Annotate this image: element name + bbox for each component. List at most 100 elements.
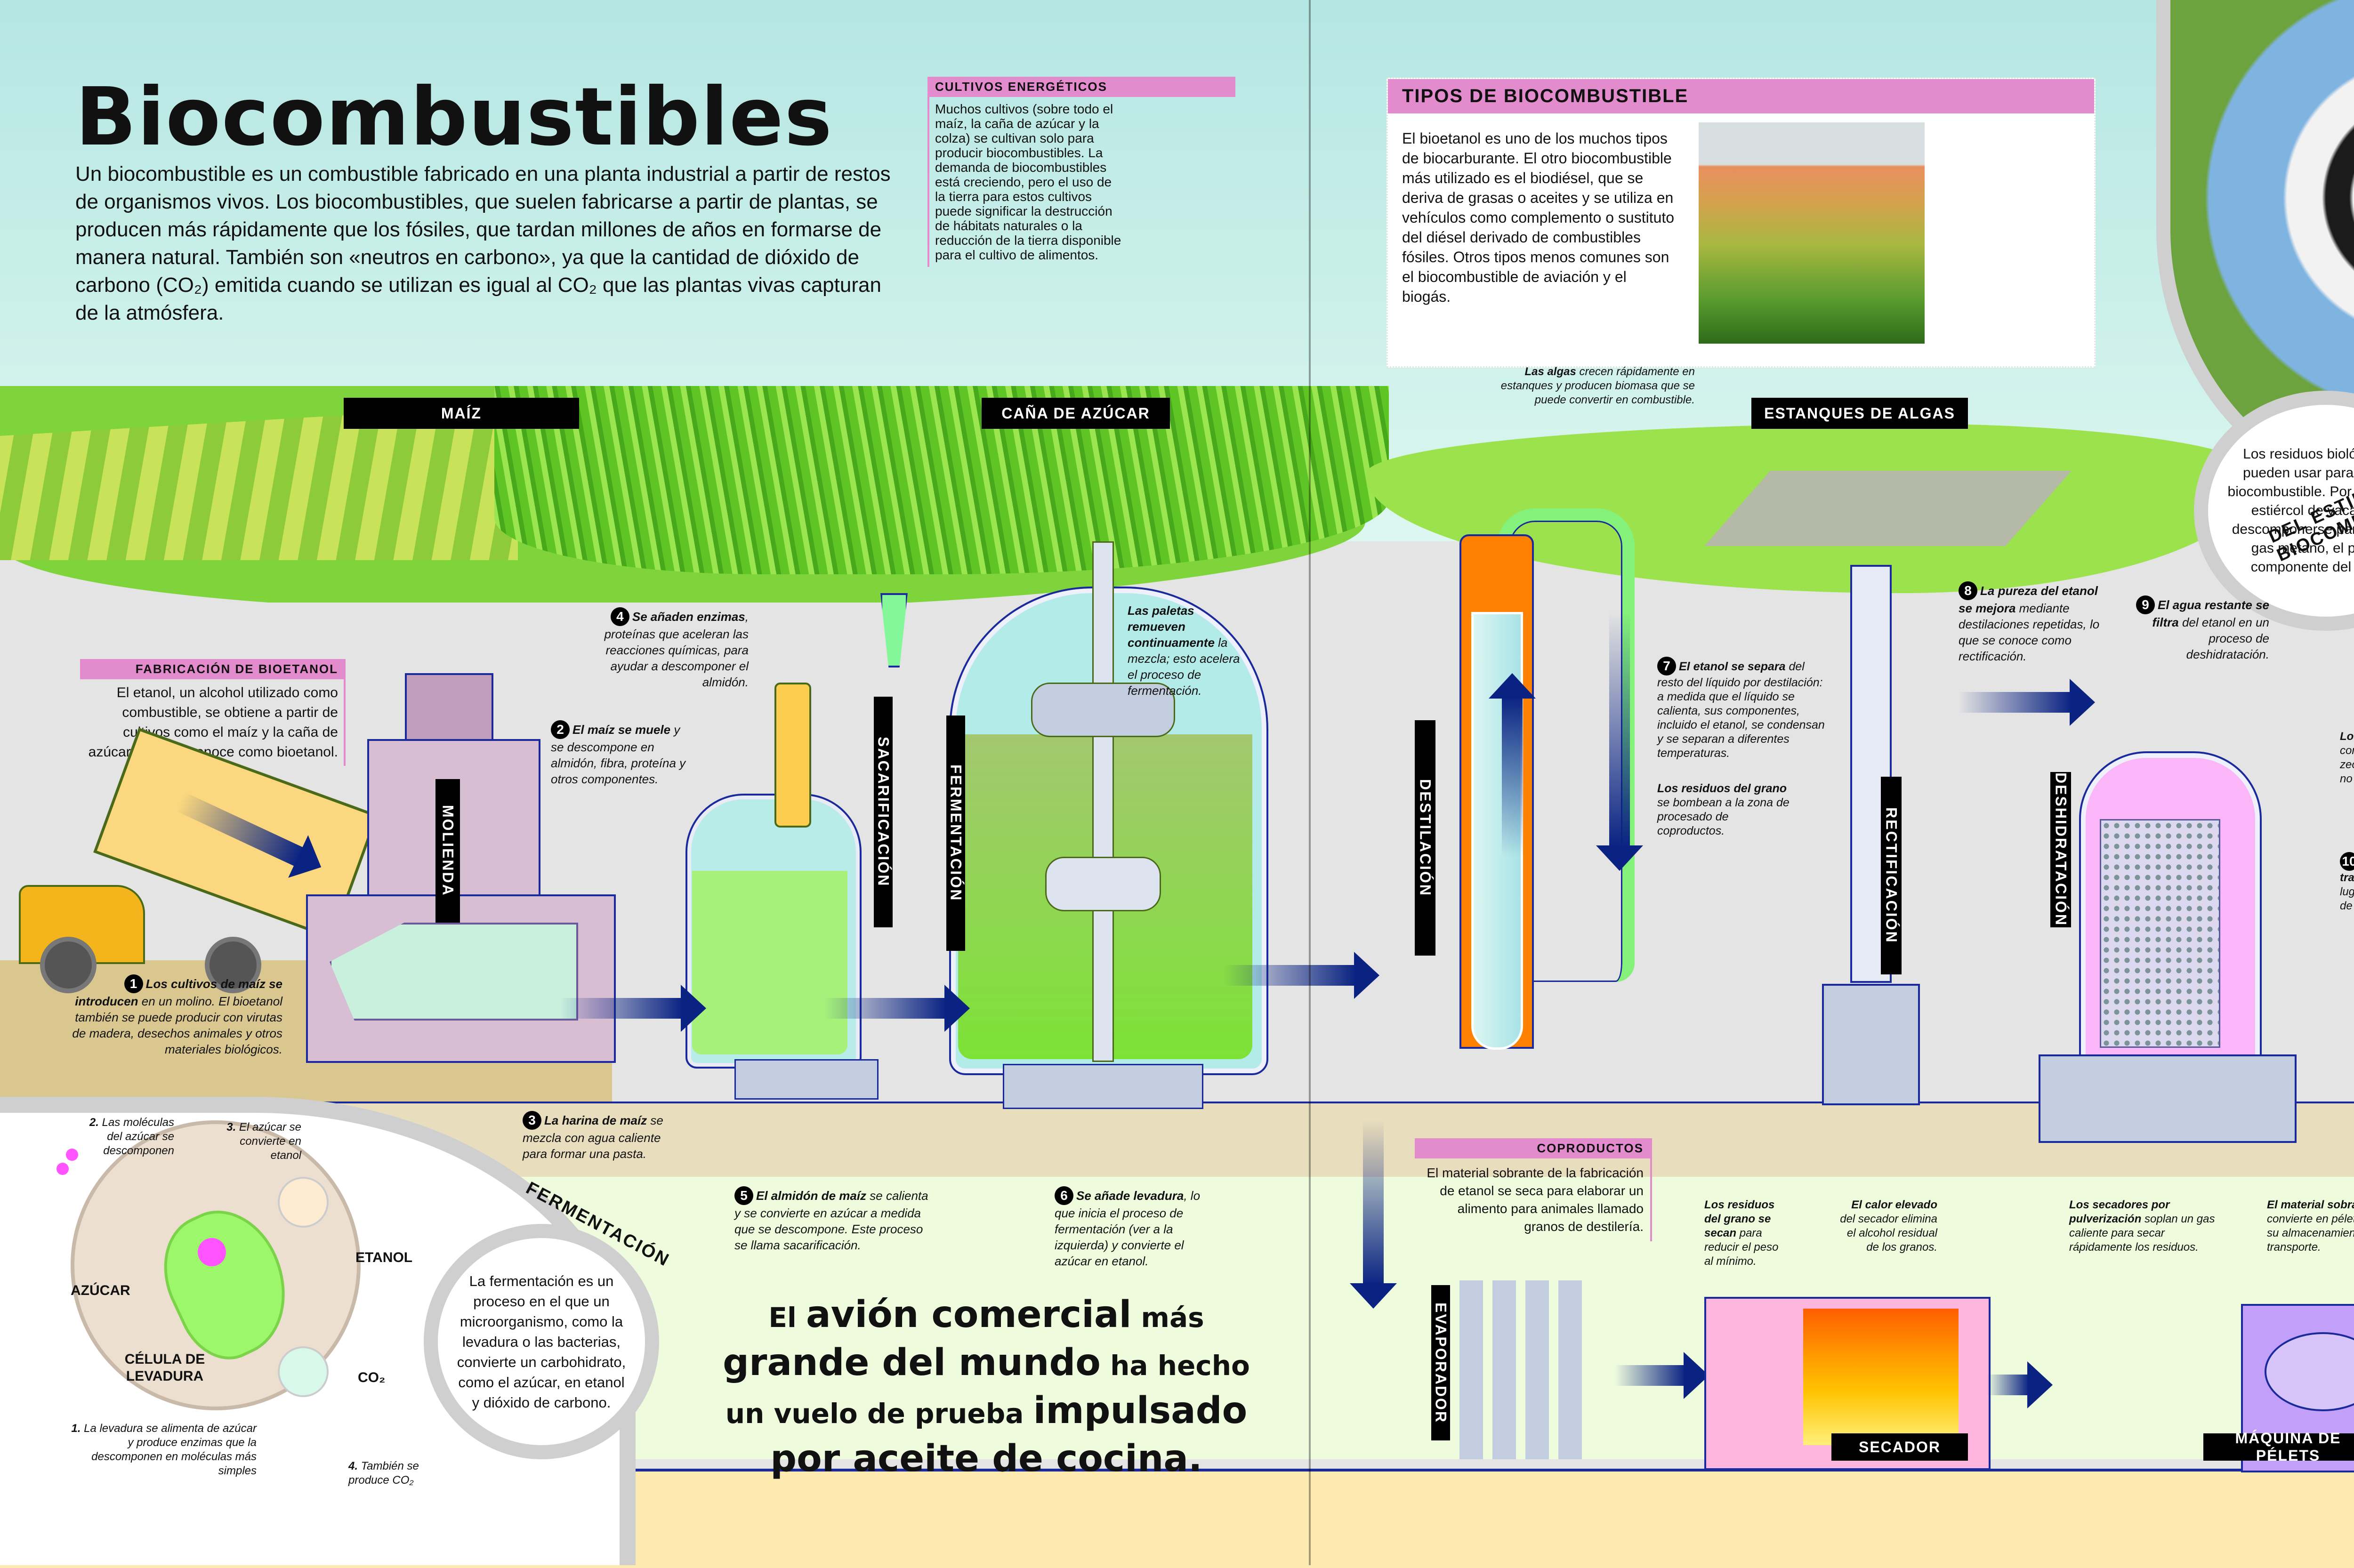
note-text: del secador elimina el alcohol residual … <box>1840 1213 1937 1254</box>
label-maiz: MAÍZ <box>344 398 579 429</box>
step-number: 5 <box>734 1186 753 1205</box>
note-text: Las moléculas del azúcar se descomponen <box>98 1116 174 1157</box>
bioetanol-box: FABRICACIÓN DE BIOETANOL El etanol, un a… <box>80 659 346 766</box>
ferm-note-2: 2. Las moléculas del azúcar se descompon… <box>85 1116 174 1158</box>
evaporator-tanks <box>1459 1280 1582 1459</box>
note-bold: El material sobrante <box>2267 1198 2354 1211</box>
sugarcane-field <box>494 386 1389 574</box>
step-bold: El maíz se muele <box>572 723 671 737</box>
step-number: 4 <box>610 607 629 626</box>
note-text: El azúcar se convierte en etanol <box>236 1121 301 1162</box>
paletas-note: Las paletas remueven continuamente la me… <box>1128 603 1250 699</box>
note-text: se bombean a la zona de procesado de cop… <box>1657 796 1790 837</box>
step-text: , lo que inicia el proceso de fermentaci… <box>1055 1189 1201 1268</box>
tank-base <box>734 1059 879 1100</box>
coproductos-note-4: El material sobrante se convierte en pél… <box>2267 1198 2354 1254</box>
step-number: 2 <box>551 720 570 739</box>
algas-note: Las algas crecen rápidamente en estanque… <box>1488 365 1695 407</box>
step-number: 3 <box>523 1111 541 1130</box>
note-text: se convierte en pélets para facilitar su… <box>2267 1213 2354 1254</box>
note-text: La levadura se alimenta de azúcar y prod… <box>81 1422 257 1477</box>
step-number: 9 <box>2136 595 2155 614</box>
note-bold: 3. <box>226 1121 236 1134</box>
label-co2: CO₂ <box>358 1370 386 1385</box>
note-text: para reducir el peso al mínimo. <box>1704 1227 1779 1268</box>
label-molienda: MOLIENDA <box>435 779 460 923</box>
stirrer-shaft <box>1092 541 1114 1062</box>
sugar-molecule <box>198 1238 226 1266</box>
tank-base <box>1003 1064 1203 1109</box>
note-bold: Los secadores por pulverización <box>2069 1198 2170 1225</box>
step-number: 10 <box>2340 852 2354 871</box>
step-bold: El combustible se transporta <box>2340 871 2354 884</box>
quote-part: ha hecho <box>1100 1350 1250 1382</box>
step-number: 1 <box>124 974 143 993</box>
coproductos-note-2: El calor elevado del secador elimina el … <box>1838 1198 1937 1254</box>
coproductos-note-1: Los residuos del grano se secan para red… <box>1704 1198 1789 1269</box>
residuos-grano-note: Los residuos del grano se bombean a la z… <box>1657 781 1798 838</box>
step-text: para su uso en otros lugares, como en la… <box>2340 885 2354 912</box>
algas-note-bold: Las algas <box>1524 365 1576 378</box>
label-sacarificacion: SACARIFICACIÓN <box>874 697 893 927</box>
ferm-note-3: 3. El azúcar se convierte en etanol <box>207 1120 301 1163</box>
ferm-note-4: 4. También se produce CO₂ <box>348 1459 443 1488</box>
step-text: del etanol en un proceso de deshidrataci… <box>2178 615 2269 661</box>
label-destilacion: DESTILACIÓN <box>1415 720 1435 956</box>
label-algas: ESTANQUES DE ALGAS <box>1751 398 1968 429</box>
label-celula: CÉLULA DE LEVADURA <box>124 1351 205 1384</box>
fermentation-definition: La fermentación es un proceso en el que … <box>424 1224 659 1459</box>
co2-molecule <box>278 1346 329 1397</box>
step-text: del resto del líquido por destilación: a… <box>1657 660 1825 760</box>
stirrer-paddle <box>1031 683 1175 737</box>
quote-part: El <box>768 1302 806 1334</box>
page-title: Biocombustibles <box>75 71 833 164</box>
molecular-sieve <box>2100 819 2220 1048</box>
step-text: se calienta y se convierte en azúcar a m… <box>734 1189 928 1252</box>
sugar-molecule <box>56 1163 69 1175</box>
ethanol-molecule <box>278 1177 329 1228</box>
intro-paragraph: Un biocombustible es un combustible fabr… <box>75 162 891 324</box>
rectification-base <box>1822 984 1920 1105</box>
flow-arrow <box>1224 952 1379 999</box>
note-bold: Los tamices moleculares <box>2340 730 2354 743</box>
note-bold: 4. <box>348 1460 358 1472</box>
note-bold: 2. <box>89 1116 99 1129</box>
step-bold: El agua restante se filtra <box>2152 598 2269 629</box>
step-bold: Los cultivos de maíz se introducen <box>75 977 282 1008</box>
step-bold: La harina de maíz <box>544 1113 647 1127</box>
label-cana: CAÑA DE AZÚCAR <box>982 398 1170 429</box>
sorghum-field-photo <box>1699 122 1925 344</box>
step-bold: Se añade levadura <box>1076 1189 1184 1203</box>
pellet-drum <box>2265 1332 2354 1411</box>
step-number: 7 <box>1657 657 1676 675</box>
stirrer-paddle <box>1045 857 1161 911</box>
flow-arrow <box>1987 1361 2053 1408</box>
sugar-molecule <box>66 1149 78 1161</box>
step-bold: Se añaden enzimas <box>632 610 745 624</box>
step-text: mediante destilaciones repetidas, lo que… <box>1959 601 2100 663</box>
label-fermentacion: FERMENTACIÓN <box>946 716 965 951</box>
algas-note-text: crecen rápidamente en estanques y produc… <box>1500 365 1695 406</box>
tipos-heading: TIPOS DE BIOCOMBUSTIBLE <box>1388 79 2094 113</box>
truck-wheel <box>205 937 261 993</box>
label-deshidratacion: DESHIDRATACIÓN <box>2050 772 2071 927</box>
flow-arrow <box>1615 1352 1709 1399</box>
note-text: También se produce CO₂ <box>348 1460 419 1487</box>
tamices-note: Los tamices moleculares contienen un min… <box>2340 730 2354 786</box>
corn-field <box>0 405 518 560</box>
quote-part: más <box>1131 1302 1204 1334</box>
note-text: soplan un gas caliente para secar rápida… <box>2069 1213 2215 1254</box>
flow-arrow <box>824 985 970 1032</box>
flow-arrow <box>560 985 706 1032</box>
fact-quote: El avión comercial más grande del mundo … <box>716 1292 1257 1481</box>
note-text: la mezcla; esto acelera el proceso de fe… <box>1128 635 1240 698</box>
label-secador: SECADOR <box>1831 1433 1968 1461</box>
label-maquina-pelets: MÁQUINA DE PÉLETS <box>2203 1430 2354 1464</box>
